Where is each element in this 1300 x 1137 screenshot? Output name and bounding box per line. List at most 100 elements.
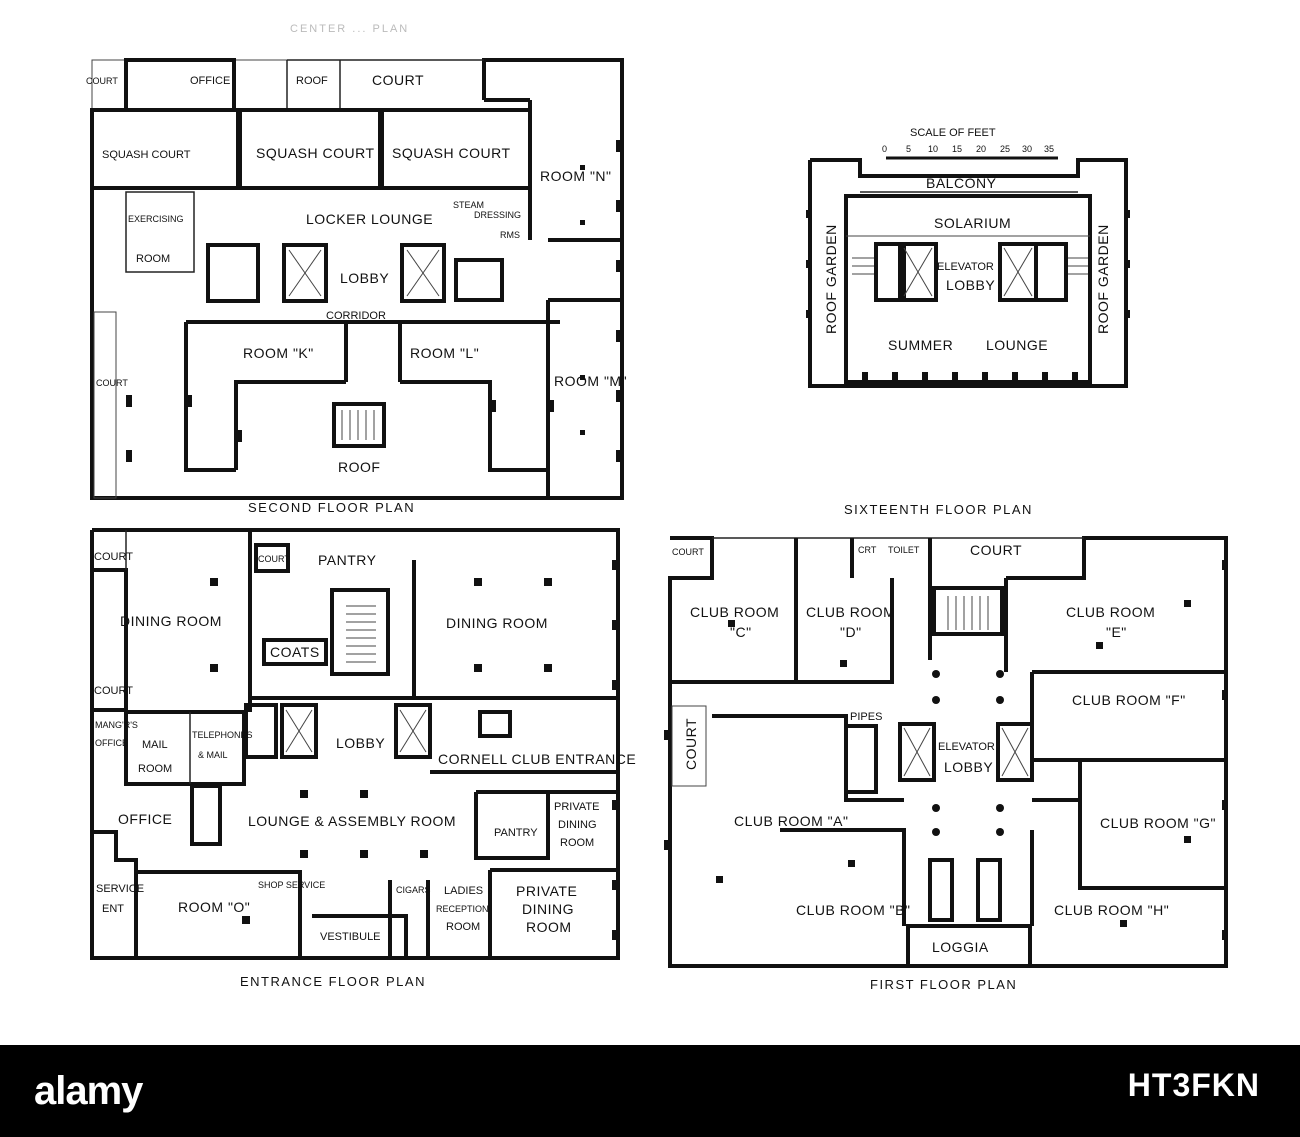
scale-of-feet-title: SCALE OF FEET [910,127,996,139]
first-elevator-label: ELEVATOR [938,741,995,753]
first-loggia-label: LOGGIA [932,939,989,955]
header-faint-text: CENTER ... PLAN [290,23,409,35]
first-club-f-label: CLUB ROOM "F" [1072,692,1186,708]
entrance-ladies-room-label: ROOM [446,921,480,933]
sixteenth-balcony-label: BALCONY [926,175,997,191]
entrance-service-ent-label: ENT [102,903,124,915]
first-club-c-letter: "C" [730,624,752,640]
entrance-cornell-label: CORNELL CLUB ENTRANCE [438,751,636,767]
watermark-brand-logo: alamy [34,1069,143,1113]
scale-tick-0: 0 [882,144,887,154]
second-room-m-label: ROOM "M" [554,373,627,389]
entrance-private-2c-label: ROOM [526,919,572,935]
sixteenth-floor-plan: SCALE OF FEET 0 5 10 15 20 25 30 35 [806,127,1130,517]
first-lobby-label: LOBBY [944,759,993,775]
first-floor-plan: COURT CRT TOILET COURT CLUB ROOM "C" CLU… [664,536,1228,992]
floor-plan-sheet: CENTER ... PLAN [86,23,1228,992]
scale-tick-30: 30 [1022,144,1032,154]
second-squash-3-label: SQUASH COURT [392,145,511,161]
entrance-mail-room-label: ROOM [138,763,172,775]
second-squash-1-label: SQUASH COURT [102,149,191,161]
first-club-h-label: CLUB ROOM "H" [1054,902,1169,918]
entrance-dining-left-label: DINING ROOM [120,613,222,629]
sixteenth-lobby-label: LOBBY [946,277,995,293]
first-toilet-label: TOILET [888,545,920,555]
first-court-tl-label: COURT [672,547,704,557]
entrance-lounge-label: LOUNGE & ASSEMBLY ROOM [248,813,456,829]
sixteenth-roof-garden-left-label: ROOF GARDEN [823,224,839,334]
entrance-private-2a-label: PRIVATE [516,883,577,899]
second-lobby-label: LOBBY [340,270,389,286]
entrance-court-2-label: COURT [258,554,290,564]
first-club-g-label: CLUB ROOM "G" [1100,815,1216,831]
entrance-mail-label: MAIL [142,739,168,751]
sixteenth-roof-garden-right-label: ROOF GARDEN [1095,224,1111,334]
second-room-label: ROOM [136,253,170,265]
second-office-label: OFFICE [190,75,230,87]
entrance-and-mail-label: & MAIL [198,750,228,760]
image-code: HT3FKN [1127,1067,1260,1103]
entrance-room-o-label: ROOM "O" [178,899,250,915]
second-roof-top-label: ROOF [296,75,328,87]
sixteenth-solarium-label: SOLARIUM [934,215,1011,231]
first-club-d-label: CLUB ROOM [806,604,895,620]
first-club-a-label: CLUB ROOM "A" [734,813,848,829]
entrance-mangrs-office-label: OFFICE [95,738,128,748]
watermark-bar: alamy HT3FKN [0,1045,1300,1137]
second-floor-plan-title: SECOND FLOOR PLAN [248,500,415,515]
second-room-k-label: ROOM "K" [243,345,314,361]
second-court-side-label: COURT [96,378,128,388]
scale-tick-15: 15 [952,144,962,154]
entrance-office-label: OFFICE [118,811,172,827]
first-pipes-label: PIPES [850,711,882,723]
scale-tick-10: 10 [928,144,938,154]
second-rms-label: RMS [500,230,520,240]
entrance-dining-right-label: DINING ROOM [446,615,548,631]
entrance-lobby-label: LOBBY [336,735,385,751]
entrance-service-label: SERVICE [96,883,144,895]
second-room-n-label: ROOM "N" [540,168,612,184]
entrance-shop-service-label: SHOP SERVICE [258,880,325,890]
entrance-private-1b-label: DINING [558,819,597,831]
entrance-private-1a-label: PRIVATE [554,801,599,813]
entrance-telephones-label: TELEPHONES [192,730,253,740]
second-steam-label: STEAM [453,200,484,210]
first-club-e-label: CLUB ROOM [1066,604,1155,620]
scale-tick-20: 20 [976,144,986,154]
first-club-d-letter: "D" [840,624,862,640]
first-court-side-label: COURT [683,718,699,770]
entrance-ladies-label: LADIES [444,885,483,897]
first-club-c-label: CLUB ROOM [690,604,779,620]
entrance-floor-plan: COURT COURT COURT PANTRY DINING ROOM DIN… [90,528,636,989]
second-court-top-label: COURT [372,72,424,88]
entrance-vestibule-label: VESTIBULE [320,931,381,943]
sixteenth-elevator-label: ELEVATOR [937,261,994,273]
entrance-court-1-label: COURT [94,551,133,563]
sixteenth-summer-label: SUMMER [888,337,953,353]
first-court-top-label: COURT [970,542,1022,558]
entrance-mangrs-label: MANG'R'S [95,720,138,730]
scale-bar: 0 5 10 15 20 25 30 35 [882,144,1058,160]
second-squash-2-label: SQUASH COURT [256,145,375,161]
second-dressing-label: DRESSING [474,210,521,220]
entrance-private-1c-label: ROOM [560,837,594,849]
entrance-floor-plan-title: ENTRANCE FLOOR PLAN [240,974,426,989]
second-court-tl-label: COURT [86,76,118,86]
entrance-cigars-label: CIGARS [396,885,431,895]
entrance-private-2b-label: DINING [522,901,574,917]
scale-tick-5: 5 [906,144,911,154]
entrance-court-3-label: COURT [94,685,133,697]
second-corridor-label: CORRIDOR [326,310,386,322]
entrance-pantry-top-label: PANTRY [318,552,377,568]
first-floor-plan-title: FIRST FLOOR PLAN [870,977,1017,992]
scale-tick-35: 35 [1044,144,1054,154]
second-locker-lounge-label: LOCKER LOUNGE [306,211,433,227]
first-crt-label: CRT [858,545,877,555]
entrance-coats-label: COATS [270,644,320,660]
floor-plans-drawing: CENTER ... PLAN [86,23,1228,992]
sixteenth-floor-plan-title: SIXTEENTH FLOOR PLAN [844,502,1033,517]
sixteenth-lounge-label: LOUNGE [986,337,1048,353]
second-floor-plan: COURT OFFICE ROOF COURT SQUASH COURT SQU… [86,58,627,515]
second-room-l-label: ROOM "L" [410,345,479,361]
first-club-e-letter: "E" [1106,624,1127,640]
